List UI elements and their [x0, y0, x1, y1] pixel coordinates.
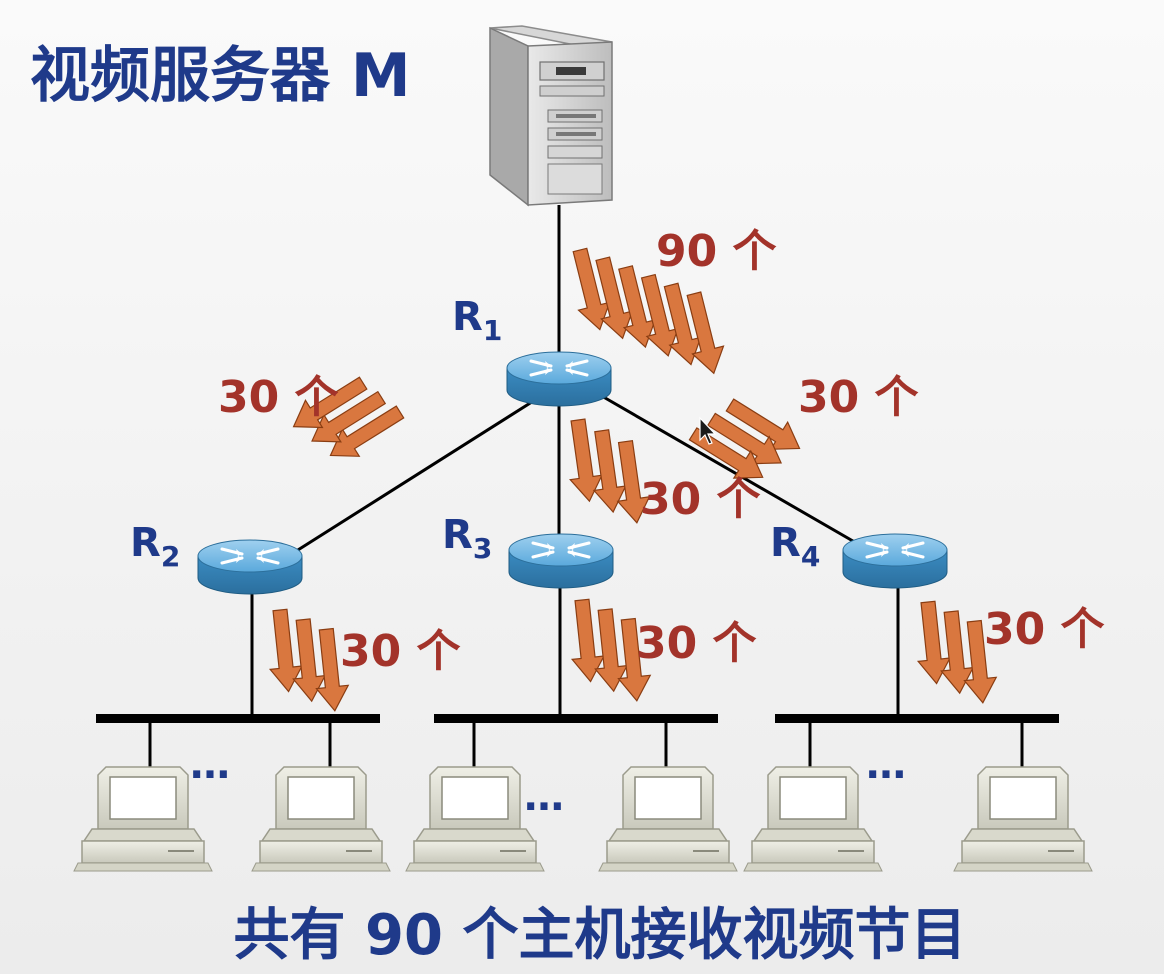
host-ellipsis-right: …	[866, 742, 906, 788]
host-ellipsis-left: …	[190, 742, 230, 788]
flow-label-r4-lan: 30 个	[984, 604, 1105, 655]
flow-arrows-r2-lan	[263, 607, 352, 714]
svg-text:R1: R1	[452, 294, 502, 347]
flow-label-r1-r2: 30 个	[218, 372, 339, 423]
svg-text:R2: R2	[130, 520, 180, 573]
flow-label-r2-lan: 30 个	[340, 626, 461, 677]
pc-icon	[251, 766, 391, 872]
diagram-title: 视频服务器 M	[30, 41, 411, 111]
svg-text:R3: R3	[442, 512, 492, 565]
pc-icon	[598, 766, 738, 872]
link-r1-r4	[599, 393, 866, 550]
router-label-r3: R3	[442, 512, 492, 565]
mouse-cursor-icon	[699, 416, 717, 445]
flow-label-r1-r4: 30 个	[798, 372, 919, 423]
flow-label-r3-lan: 30 个	[636, 618, 757, 669]
lan-buses	[96, 714, 1059, 723]
router-label-r2: R2	[130, 520, 180, 573]
router-r2-icon	[196, 538, 304, 596]
pc-icon	[743, 766, 883, 872]
router-r1-icon	[505, 350, 613, 408]
router-label-r4: R4	[770, 520, 820, 573]
link-r1-r2	[289, 398, 536, 557]
router-r3-icon	[507, 532, 615, 590]
lan-bus-right	[775, 714, 1059, 723]
router-label-r1: R1	[452, 294, 502, 347]
server-icon	[489, 25, 613, 207]
lan-bus-left	[96, 714, 380, 723]
flow-label-server-r1: 90 个	[656, 226, 777, 277]
svg-text:R4: R4	[770, 520, 820, 573]
host-drops	[148, 722, 1024, 768]
router-r4-icon	[841, 532, 949, 590]
host-ellipsis-middle: …	[524, 774, 564, 820]
diagram-caption: 共有 90 个主机接收视频节目	[234, 903, 967, 968]
pc-icon	[953, 766, 1093, 872]
flow-label-r1-r3: 30 个	[640, 474, 761, 525]
lan-bus-middle	[434, 714, 718, 723]
network-links	[250, 205, 900, 718]
